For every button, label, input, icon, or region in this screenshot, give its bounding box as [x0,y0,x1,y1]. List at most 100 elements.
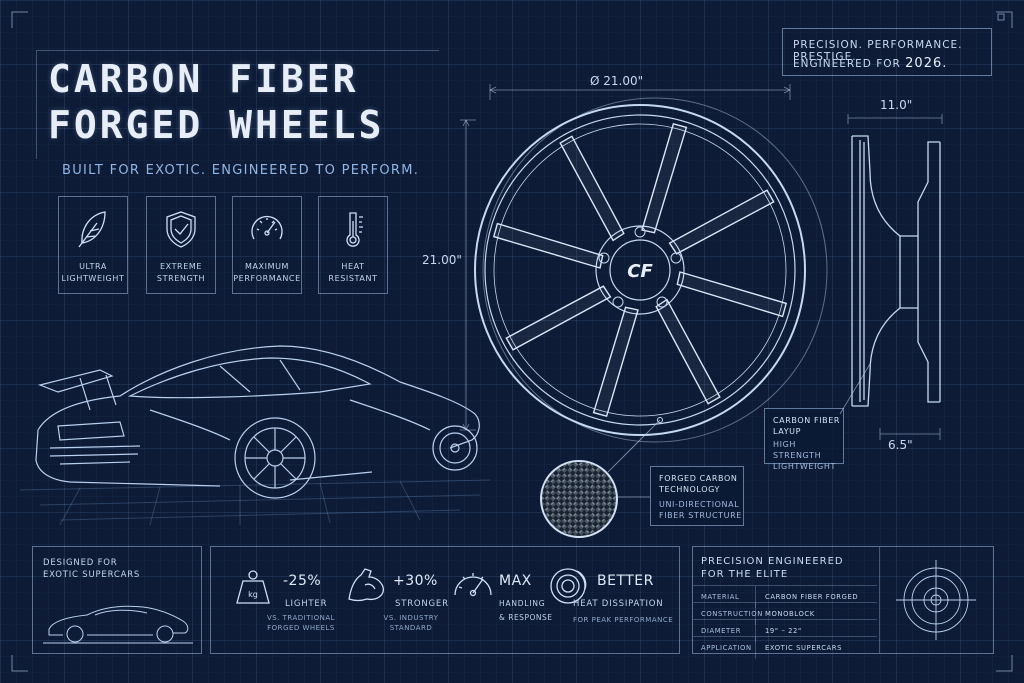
callout-sub-1: UNI-DIRECTIONAL [659,500,740,509]
spec-value: MONOBLOCK [765,610,815,618]
wheel-spoke [559,135,625,242]
feature-heat: HEAT RESISTANT [318,196,388,294]
spec-value: EXOTIC SUPERCARS [765,644,843,652]
spec-row: DIAMETER 19" – 22" [693,619,877,642]
wheel-crosshair-icon [896,560,976,640]
specs-heading-2: FOR THE ELITE [701,569,789,580]
stat-sub-line-2: STANDARD [389,624,433,632]
callout-layup: CARBON FIBER LAYUP HIGH STRENGTH LIGHTWEIG… [764,408,844,471]
stat-value-stronger: +30% [393,573,438,589]
stat-sub-line-2: FORGED WHEELS [267,624,335,632]
wheel-spoke [592,306,639,418]
spec-key: DIAMETER [701,627,742,635]
stat-sub-lighter: VS. TRADITIONAL FORGED WHEELS [261,613,341,633]
spec-value: CARBON FIBER FORGED [765,593,859,601]
stat-label-lighter: LIGHTER [285,599,328,609]
wheel-dimension-lines [460,84,791,431]
carbon-weave-detail [540,460,618,538]
page-subtitle: BUILT FOR EXOTIC. ENGINEERED TO PERFORM. [62,163,420,178]
wheel-front-view: CF [474,97,828,443]
stat-value-max: MAX [499,573,532,589]
designed-for-text: DESIGNED FOR EXOTIC SUPERCARS [43,557,140,581]
supercar-illustration [20,345,490,526]
callout-title-1: CARBON FIBER [773,416,841,425]
shield-check-icon [166,211,196,248]
forged-callout-connector [618,496,650,498]
panel-stats: kg -25% LIGHTER VS. TRADITIONAL FORGED WH… [210,546,680,654]
feature-label-2: LIGHTWEIGHT [61,274,125,283]
specs-heading-1: PRECISION ENGINEERED [701,556,844,567]
speedometer-icon [454,573,492,597]
wheel-spoke [676,271,788,318]
stat-sub-stronger: VS. INDUSTRY STANDARD [371,613,451,633]
stat-sub-line-1: VS. TRADITIONAL [266,614,336,622]
tagline-line-1: PRECISION. PERFORMANCE. PRESTIGE. [793,39,963,63]
tagline-year: 2026. [905,56,948,71]
title-frame [36,50,439,159]
stat-sub-heat: FOR PEAK PERFORMANCE [573,616,674,624]
tagline-box: PRECISION. PERFORMANCE. PRESTIGE. ENGINE… [782,28,992,76]
designed-for-line-1: DESIGNED FOR [43,558,118,568]
specs-table: MATERIAL CARBON FIBER FORGED CONSTRUCTION… [693,585,877,659]
thermometer-icon [346,212,363,247]
feature-performance: MAXIMUM PERFORMANCE [232,196,302,294]
panel-designed-for: DESIGNED FOR EXOTIC SUPERCARS [32,546,202,654]
stat-sub-line-1: VS. INDUSTRY [383,614,439,622]
title-line-1: CARBON FIBER [48,57,359,101]
muscle-arm-icon [348,568,384,602]
wheel-spoke [505,285,612,351]
panel-specs: PRECISION ENGINEERED FOR THE ELITE MATER… [692,546,994,659]
callout-title-2: LAYUP [773,427,802,436]
forged-leader-line [607,417,663,473]
wheel-spoke [668,189,775,255]
tagline-engineered: ENGINEERED FOR [793,58,901,70]
gauge-icon [251,215,283,240]
feature-label-1: MAXIMUM [244,262,290,271]
feature-lightweight: ULTRA LIGHTWEIGHT [58,196,128,294]
title-line-2: FORGED WHEELS [48,103,385,147]
feature-label-1: HEAT [341,262,365,271]
spec-key: APPLICATION [701,644,752,652]
wheel-profile-view [847,114,943,440]
weight-icon: kg [236,570,270,604]
hub-logo-text: CF [627,261,653,282]
wheel-spoke [641,122,688,234]
small-car-icon [43,605,193,644]
profile-width-top: 11.0" [880,98,913,112]
callout-sub-2: LIGHTWEIGHT [773,462,836,471]
feature-label-2: STRENGTH [156,274,206,283]
profile-width-bottom: 6.5" [888,438,913,452]
layup-leader-line [839,363,871,415]
spec-key: CONSTRUCTION [701,610,763,618]
wheel-diameter-top: Ø 21.00" [590,74,644,88]
stat-label-stronger: STRONGER [395,599,449,609]
feature-label-1: ULTRA [79,262,107,271]
feature-strength: EXTREME STRENGTH [146,196,216,294]
feature-label-1: EXTREME [159,262,203,271]
stat-label-heat: HEAT DISSIPATION [573,599,664,609]
callout-title-1: FORGED CARBON [659,474,738,483]
spec-row: APPLICATION EXOTIC SUPERCARS [693,636,877,659]
spec-value: 19" – 22" [765,627,802,635]
brake-disc-icon [550,568,587,604]
feature-label-2: PERFORMANCE [233,274,301,283]
wheel-diameter-side: 21.00" [422,253,462,267]
stat-value-lighter: -25% [283,573,322,589]
designed-for-line-2: EXOTIC SUPERCARS [43,570,141,580]
spec-row: MATERIAL CARBON FIBER FORGED [693,585,877,608]
svg-text:kg: kg [248,590,258,599]
feather-icon [78,211,106,248]
feature-label-2: RESISTANT [328,274,378,283]
stat-label-handling: HANDLING [499,599,546,608]
spec-key: MATERIAL [701,593,740,601]
stat-value-better: BETTER [597,573,654,589]
page-title: CARBON FIBER FORGED WHEELS [48,56,438,148]
callout-sub-1: HIGH STRENGTH [773,440,822,460]
specs-heading: PRECISION ENGINEERED FOR THE ELITE [701,555,844,581]
stat-sub-handling: & RESPONSE [499,613,553,622]
callout-sub-2: FIBER STRUCTURE [659,511,742,520]
